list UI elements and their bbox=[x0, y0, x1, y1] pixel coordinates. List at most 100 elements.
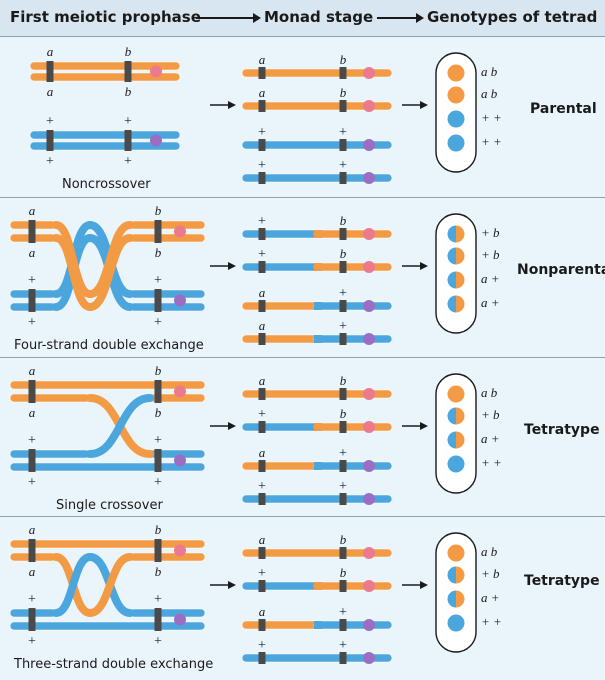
monad-chromatid-1 bbox=[241, 68, 393, 78]
monad-band-left-2 bbox=[258, 421, 266, 433]
monad-band-right-4 bbox=[339, 333, 347, 345]
monad-chromatid-2-right bbox=[313, 581, 393, 591]
genotype-4: + + bbox=[481, 614, 502, 629]
pink-centromere bbox=[150, 65, 162, 78]
label-b-bottom: b bbox=[155, 245, 162, 260]
monad-centromere-1 bbox=[363, 67, 375, 79]
arrow-prophase-to-monad-head bbox=[228, 262, 236, 270]
spore-2-blue-half bbox=[447, 566, 456, 584]
monad-band-right-3 bbox=[339, 300, 347, 312]
genotype-4: + + bbox=[481, 455, 502, 470]
spore-1-blue-half bbox=[447, 225, 456, 243]
monad-join-3 bbox=[314, 302, 322, 310]
monad-band-left-2 bbox=[258, 580, 266, 592]
monad-band-left-2 bbox=[258, 261, 266, 273]
monad-4-left-label: + bbox=[258, 638, 266, 653]
monad-chromatid-3-left bbox=[241, 620, 323, 630]
monad-chromatid-4 bbox=[241, 653, 393, 663]
band-a bbox=[28, 220, 36, 243]
monad-centromere-2 bbox=[363, 421, 375, 433]
pink-centromere bbox=[174, 225, 186, 238]
label-b-top: b bbox=[155, 522, 162, 537]
monad-band-right-1 bbox=[339, 228, 347, 240]
blue-chromatid-1 bbox=[29, 130, 181, 140]
monad-chromatid-3-right bbox=[313, 620, 393, 630]
arrow-monad-to-tetrad-head bbox=[420, 262, 428, 270]
monad-chromatid-4 bbox=[241, 494, 393, 504]
spore-1 bbox=[447, 64, 465, 82]
band-plus-2 bbox=[154, 608, 162, 631]
monad-chromatid-3-right bbox=[313, 301, 393, 311]
monad-4-left-label: a bbox=[259, 318, 266, 333]
monad-band-left-4 bbox=[258, 493, 266, 505]
monad-2-right-label: b bbox=[340, 565, 347, 580]
genotype-2: a b bbox=[481, 86, 498, 101]
spore-4-orange-half bbox=[456, 295, 465, 313]
tetrad-four-strand-double-exchange bbox=[435, 213, 477, 334]
label-a-top: a bbox=[29, 363, 36, 378]
panel-divider-3 bbox=[0, 516, 605, 517]
monad-band-left-4 bbox=[258, 333, 266, 345]
monad-band-right-1 bbox=[339, 547, 347, 559]
panel-divider-1 bbox=[0, 197, 605, 198]
spore-2-blue-half bbox=[447, 247, 456, 265]
band-plus-1 bbox=[46, 130, 54, 151]
monad-join-1 bbox=[314, 230, 322, 238]
band-plus-1 bbox=[28, 449, 36, 472]
spore-4 bbox=[447, 455, 465, 473]
monad-4-right-label: + bbox=[339, 319, 347, 334]
monad-2-right-label: b bbox=[340, 406, 347, 421]
label-plus-1-top: + bbox=[28, 273, 36, 288]
monad-band-right-3 bbox=[339, 619, 347, 631]
label-plus-1-top: + bbox=[28, 433, 36, 448]
caption-noncrossover: Noncrossover bbox=[62, 177, 151, 192]
band-b bbox=[154, 539, 162, 562]
purple-centromere bbox=[174, 613, 186, 626]
band-b bbox=[154, 380, 162, 403]
monad-chromatid-4-right bbox=[313, 334, 393, 344]
label-a-bottom: a bbox=[47, 84, 54, 99]
tetrad-noncrossover bbox=[435, 52, 477, 173]
monad-band-left-1 bbox=[258, 228, 266, 240]
monad-band-right-2 bbox=[339, 100, 347, 112]
monad-band-right-1 bbox=[339, 67, 347, 79]
tetrad-three-strand-double-exchange bbox=[435, 532, 477, 653]
monad-band-left-1 bbox=[258, 67, 266, 79]
spore-2 bbox=[447, 86, 465, 104]
monad-band-left-1 bbox=[258, 547, 266, 559]
monad-centromere-1 bbox=[363, 547, 375, 559]
band-a bbox=[46, 61, 54, 82]
purple-centromere bbox=[150, 134, 162, 147]
label-b-bottom: b bbox=[155, 405, 162, 420]
arrow-monad-to-tetrad-head bbox=[420, 422, 428, 430]
monad-chromatid-3-left bbox=[241, 461, 323, 471]
blue-chromatid-2 bbox=[29, 141, 181, 151]
orange-chromatid-1-right bbox=[129, 220, 206, 230]
spore-2-orange-half bbox=[456, 247, 465, 265]
monad-3-right-label: + bbox=[339, 125, 347, 140]
label-plus-1-bottom: + bbox=[28, 475, 36, 490]
monad-band-right-2 bbox=[339, 421, 347, 433]
spore-3-blue-half bbox=[447, 431, 456, 449]
monad-chromatid-2-left bbox=[241, 581, 323, 591]
purple-centromere bbox=[174, 294, 186, 307]
monad-centromere-3 bbox=[363, 139, 375, 151]
monad-chromatid-2-right bbox=[313, 422, 393, 432]
spore-1-orange-half bbox=[456, 225, 465, 243]
spore-3-blue-half bbox=[447, 590, 456, 608]
genotype-3: a + bbox=[481, 431, 500, 446]
monad-1-right-label: b bbox=[340, 373, 347, 388]
label-plus-2-bottom: + bbox=[154, 475, 162, 490]
label-plus-1-bottom: + bbox=[28, 634, 36, 649]
genotype-2: + b bbox=[481, 247, 500, 262]
monad-1-left-label: a bbox=[259, 532, 266, 547]
band-plus-2 bbox=[154, 289, 162, 312]
class-label-noncrossover: Parental bbox=[530, 101, 597, 117]
crossover-strand-8 bbox=[86, 234, 134, 311]
label-plus-1-top: + bbox=[46, 114, 54, 129]
monad-chromatid-1-left bbox=[241, 229, 323, 239]
monad-4-right-label: + bbox=[339, 158, 347, 173]
blue-chromatid-1-right bbox=[129, 608, 206, 618]
